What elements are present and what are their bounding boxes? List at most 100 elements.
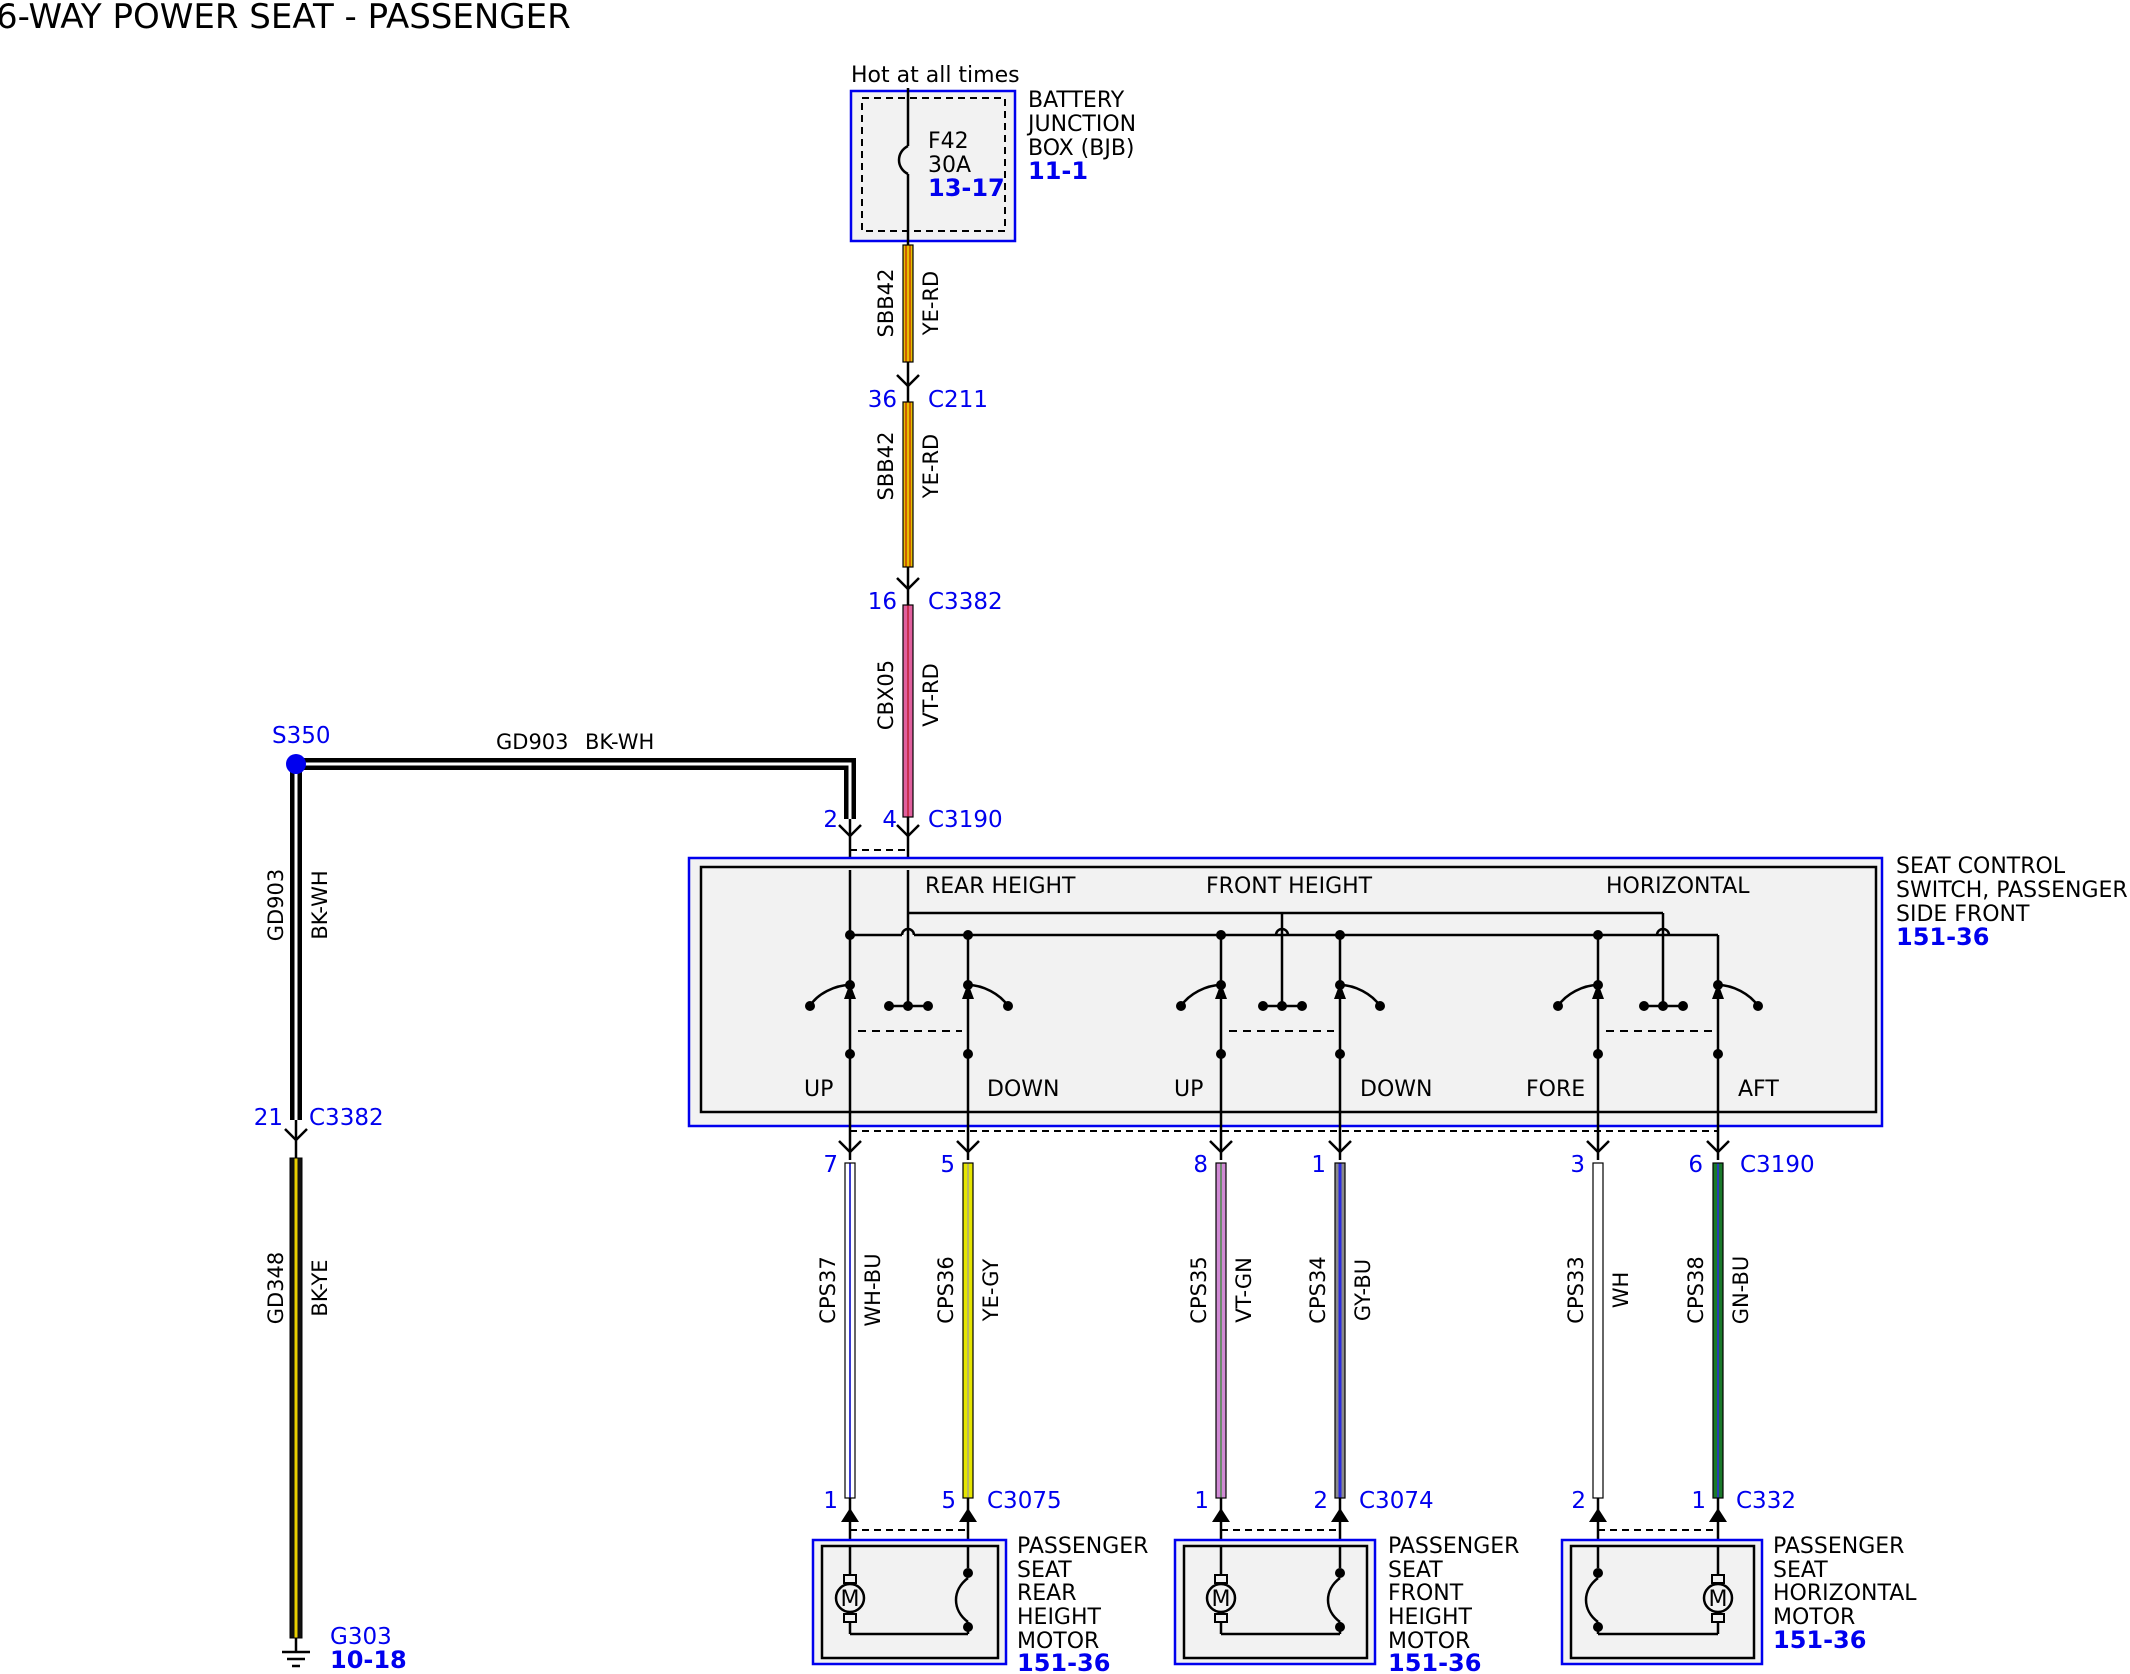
fuse-ref: 13-17 bbox=[928, 174, 1005, 202]
hot-at-all-times-label: Hot at all times bbox=[851, 63, 1020, 88]
wire-cps34 bbox=[1334, 1162, 1346, 1499]
wire-cbx05 bbox=[902, 604, 914, 818]
wire-cps38 bbox=[1712, 1162, 1724, 1499]
c3190-top-pin-a: 2 bbox=[823, 807, 838, 833]
c3074-name: C3074 bbox=[1359, 1488, 1434, 1514]
wire-gd348 bbox=[289, 1157, 303, 1639]
switch-inner-box bbox=[699, 865, 1878, 1114]
motor-rear-name-2: SEAT bbox=[1017, 1558, 1072, 1583]
motor-rear-ref: 151-36 bbox=[1017, 1649, 1110, 1674]
motor-front-name-3: FRONT bbox=[1388, 1581, 1464, 1606]
wire-gd348-circuit: GD348 bbox=[264, 1252, 288, 1325]
wire-cps36-color: YE-GY bbox=[979, 1259, 1003, 1323]
wire-sbb42-top bbox=[902, 244, 914, 363]
section-front-height: FRONT HEIGHT bbox=[1206, 874, 1373, 899]
c3190-pin-6: 6 bbox=[1688, 1152, 1703, 1178]
wire-cps36-circuit: CPS36 bbox=[934, 1256, 958, 1323]
switch-name-1: SEAT CONTROL bbox=[1896, 854, 2066, 879]
switch-ref: 151-36 bbox=[1896, 923, 1989, 951]
motor-front-name-4: HEIGHT bbox=[1388, 1605, 1473, 1630]
fuse-id: F42 bbox=[928, 129, 969, 154]
c3190-top-name: C3190 bbox=[928, 807, 1003, 833]
motor-front-ref: 151-36 bbox=[1388, 1649, 1481, 1674]
c332-name: C332 bbox=[1736, 1488, 1796, 1514]
c3190-pin-1: 1 bbox=[1311, 1152, 1326, 1178]
motor-front-name-2: SEAT bbox=[1388, 1558, 1443, 1583]
switch-name-3: SIDE FRONT bbox=[1896, 902, 2030, 927]
wire-cps34-color: GY-BU bbox=[1351, 1259, 1375, 1321]
wire-sbb42-top-circuit: SBB42 bbox=[874, 269, 898, 338]
wire-cps33-circuit: CPS33 bbox=[1564, 1256, 1588, 1323]
motor-horizontal-name-4: MOTOR bbox=[1773, 1605, 1855, 1630]
wire-cps35 bbox=[1215, 1162, 1227, 1499]
wire-cbx05-circuit: CBX05 bbox=[874, 660, 898, 730]
wire-cps34-circuit: CPS34 bbox=[1306, 1256, 1330, 1323]
s350-name: S350 bbox=[272, 723, 331, 749]
section-rear-height: REAR HEIGHT bbox=[925, 874, 1076, 899]
pos-front-up: UP bbox=[1174, 1077, 1203, 1102]
ground-icon bbox=[282, 1638, 310, 1668]
pos-fore: FORE bbox=[1526, 1077, 1585, 1102]
s350-splice-dot bbox=[286, 754, 306, 774]
c3382-left-name: C3382 bbox=[309, 1105, 384, 1131]
wire-cps33-color: WH bbox=[1609, 1272, 1633, 1309]
pos-rear-down: DOWN bbox=[987, 1077, 1059, 1102]
wire-sbb42-top-color: YE-RD bbox=[919, 271, 943, 336]
pos-front-down: DOWN bbox=[1360, 1077, 1432, 1102]
wire-cps36 bbox=[962, 1162, 974, 1499]
motor-front-name-5: MOTOR bbox=[1388, 1629, 1470, 1654]
c332-pin-a: 2 bbox=[1571, 1488, 1586, 1514]
motor-horizontal-symbol: M bbox=[1709, 1587, 1728, 1612]
motor-front-height bbox=[1173, 1538, 1377, 1666]
g303-name: G303 bbox=[330, 1624, 392, 1650]
motor-rear-height-symbol: M bbox=[841, 1587, 860, 1612]
fuse-symbol bbox=[897, 144, 909, 176]
motor-rear-name-3: REAR bbox=[1017, 1581, 1077, 1606]
c3190-pin-3: 3 bbox=[1570, 1152, 1585, 1178]
c3190-pin-8: 8 bbox=[1193, 1152, 1208, 1178]
switch-name-2: SWITCH, PASSENGER bbox=[1896, 878, 2128, 903]
wire-gd348-color: BK-YE bbox=[308, 1259, 332, 1316]
pos-rear-up: UP bbox=[804, 1077, 833, 1102]
motor-rear-name-5: MOTOR bbox=[1017, 1629, 1099, 1654]
c3190-pin-7: 7 bbox=[823, 1152, 838, 1178]
c3382-top-name: C3382 bbox=[928, 589, 1003, 615]
wire-cps37 bbox=[844, 1162, 856, 1499]
c3075-pin-b: 5 bbox=[941, 1488, 956, 1514]
bjb-ref: 11-1 bbox=[1028, 157, 1088, 185]
wire-cps33 bbox=[1592, 1162, 1604, 1499]
motor-rear-name-1: PASSENGER bbox=[1017, 1534, 1148, 1559]
fuse-rating: 30A bbox=[928, 153, 971, 178]
wire-gd903-h-circuit: GD903 bbox=[496, 730, 569, 754]
switch-blade-arrows bbox=[844, 983, 1724, 999]
c3190-pin-5: 5 bbox=[940, 1152, 955, 1178]
pos-aft: AFT bbox=[1738, 1077, 1779, 1102]
section-horizontal: HORIZONTAL bbox=[1606, 874, 1750, 899]
motor-front-name-1: PASSENGER bbox=[1388, 1534, 1519, 1559]
bjb-box bbox=[849, 89, 1017, 243]
wire-cps38-color: GN-BU bbox=[1729, 1256, 1753, 1325]
c3075-pin-a: 1 bbox=[823, 1488, 838, 1514]
switch-junction-dots bbox=[805, 930, 1763, 1059]
motor-horizontal-name-2: SEAT bbox=[1773, 1558, 1828, 1583]
wire-sbb42-mid-circuit: SBB42 bbox=[874, 432, 898, 501]
wire-cps37-circuit: CPS37 bbox=[816, 1256, 840, 1323]
motor-horizontal-name-3: HORIZONTAL bbox=[1773, 1581, 1917, 1606]
bjb-name-2: JUNCTION bbox=[1026, 112, 1136, 137]
motor-horizontal-name-1: PASSENGER bbox=[1773, 1534, 1904, 1559]
wire-gd903-v-color: BK-WH bbox=[308, 870, 332, 939]
wire-gd903-v-circuit: GD903 bbox=[264, 869, 288, 942]
wire-cps35-circuit: CPS35 bbox=[1187, 1256, 1211, 1323]
wire-gd903 bbox=[290, 758, 856, 1120]
motor-horizontal-icon bbox=[1702, 1582, 1734, 1614]
motor-horizontal-ref: 151-36 bbox=[1773, 1626, 1866, 1654]
motor-rear-name-4: HEIGHT bbox=[1017, 1605, 1102, 1630]
bjb-name-1: BATTERY bbox=[1028, 88, 1125, 113]
c3075-name: C3075 bbox=[987, 1488, 1062, 1514]
c211-name: C211 bbox=[928, 387, 988, 413]
c332-pin-b: 1 bbox=[1691, 1488, 1706, 1514]
c3190-top-pin-b: 4 bbox=[882, 807, 897, 833]
motor-rear-height-icon bbox=[834, 1582, 866, 1614]
c3074-pin-a: 1 bbox=[1194, 1488, 1209, 1514]
